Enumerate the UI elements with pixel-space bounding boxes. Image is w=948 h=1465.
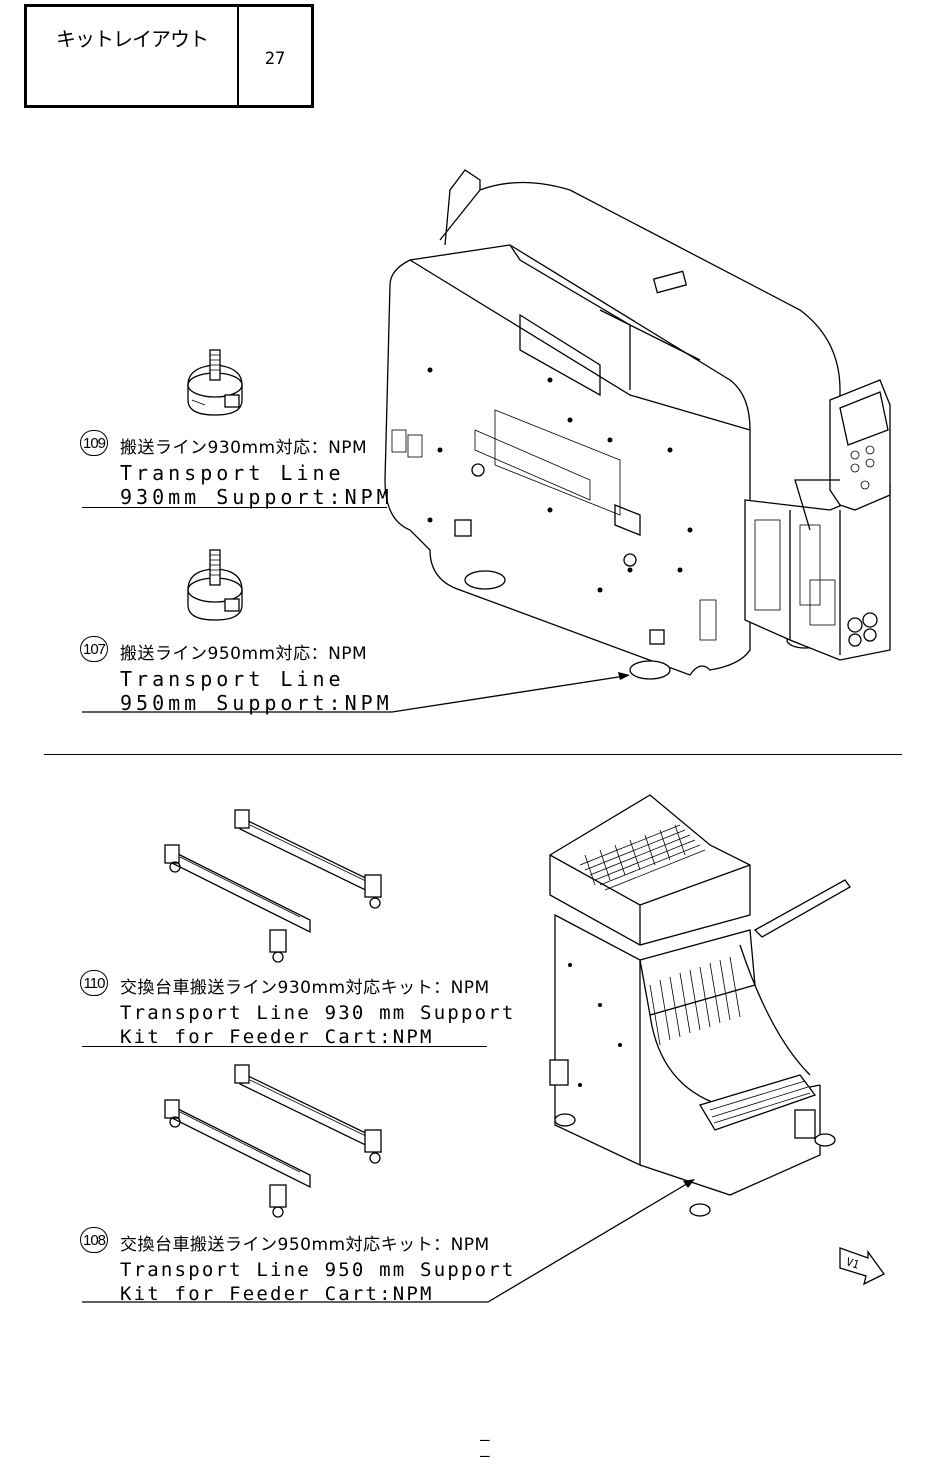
view-arrow-icon: V1 [838, 1246, 886, 1288]
footer-page-number: – – [480, 1432, 560, 1464]
